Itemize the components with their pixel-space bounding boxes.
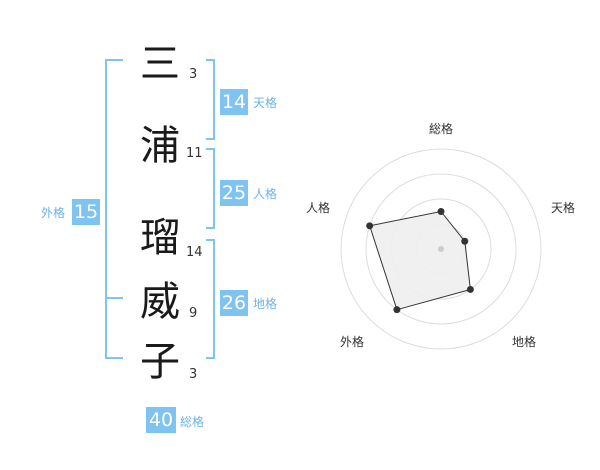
radar-point-chi bbox=[466, 285, 474, 293]
radar-ring-3 bbox=[365, 173, 517, 325]
total-fortune-badge: 40 bbox=[146, 407, 176, 433]
stroke-count-1: 3 bbox=[189, 67, 198, 82]
earth-fortune-badge: 26 bbox=[220, 290, 248, 316]
earth-bracket bbox=[206, 239, 215, 359]
radar-point-ten bbox=[461, 237, 469, 245]
person-fortune-label: 人格 bbox=[253, 187, 278, 201]
radar-shape bbox=[369, 210, 471, 311]
person-fortune-badge: 25 bbox=[220, 180, 248, 206]
heaven-fortune-label: 天格 bbox=[253, 96, 278, 110]
name-char-3: 瑠 bbox=[140, 215, 180, 261]
radar-point-sou bbox=[437, 208, 445, 215]
outer-fortune-label: 外格 bbox=[41, 206, 66, 220]
total-fortune-label: 総格 bbox=[180, 415, 205, 429]
stroke-count-5: 3 bbox=[189, 367, 198, 382]
stroke-count-3: 14 bbox=[186, 245, 203, 260]
name-char-4: 威 bbox=[140, 279, 180, 325]
heaven-fortune-badge: 14 bbox=[220, 89, 248, 115]
earth-fortune-label: 地格 bbox=[253, 297, 278, 311]
heaven-bracket bbox=[206, 59, 215, 140]
radar-label-earth: 地格 bbox=[512, 334, 536, 349]
radar-point-jin bbox=[366, 222, 374, 230]
radar-points bbox=[366, 208, 474, 314]
radar-ring-4 bbox=[340, 148, 542, 350]
radar-label-outer: 外格 bbox=[340, 334, 364, 349]
outer-fortune-badge: 15 bbox=[72, 199, 100, 225]
outer-bracket bbox=[105, 59, 123, 359]
radar-label-total: 総格 bbox=[429, 121, 453, 136]
radar-center-dot bbox=[438, 246, 444, 252]
stroke-count-2: 11 bbox=[186, 146, 203, 161]
stroke-count-4: 9 bbox=[189, 306, 198, 321]
person-bracket bbox=[206, 148, 215, 229]
radar-label-heaven: 天格 bbox=[551, 200, 575, 215]
name-char-5: 子 bbox=[140, 339, 180, 385]
radar-label-person: 人格 bbox=[306, 200, 330, 215]
name-char-1: 三 bbox=[140, 41, 180, 87]
radar-point-gai bbox=[393, 306, 401, 314]
name-char-2: 浦 bbox=[140, 123, 180, 169]
